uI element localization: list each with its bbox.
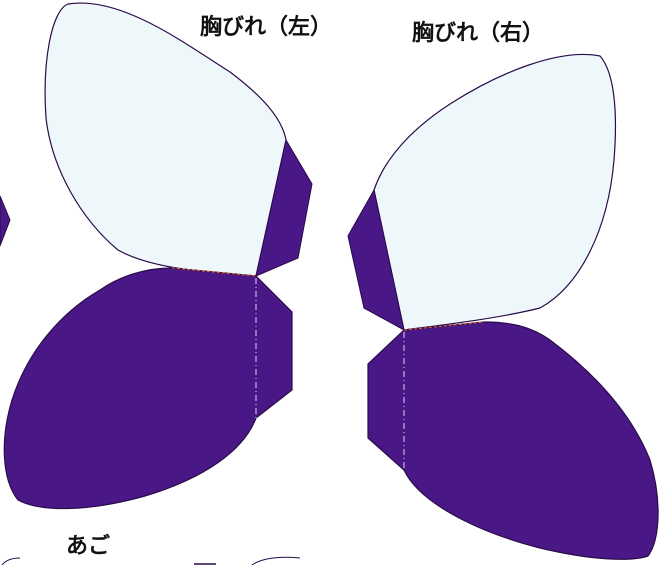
pectoral-fin-left	[3, 2, 313, 510]
jaw-label: あご	[66, 534, 111, 559]
right-fin-upper-lobe	[373, 53, 617, 331]
jaw-outline-right	[251, 556, 301, 565]
right-fin-side-tab	[347, 188, 405, 331]
pectoral-fin-right-label: 胸びれ（右）	[412, 21, 545, 46]
jaw-piece	[1, 556, 301, 565]
left-fin-glue-edge	[171, 267, 257, 277]
right-fin-glue-edge	[403, 321, 485, 331]
pectoral-fin-left-label: 胸びれ（左）	[200, 15, 333, 40]
jaw-outline-left	[1, 557, 21, 565]
left-fin-side-tab	[255, 138, 313, 277]
left-fin-lower-lobe	[3, 267, 293, 510]
left-fin-upper-lobe	[44, 2, 287, 277]
right-fin-lower-lobe	[367, 321, 659, 560]
partial-piece-left-edge	[0, 195, 11, 247]
pectoral-fin-right	[347, 53, 659, 560]
